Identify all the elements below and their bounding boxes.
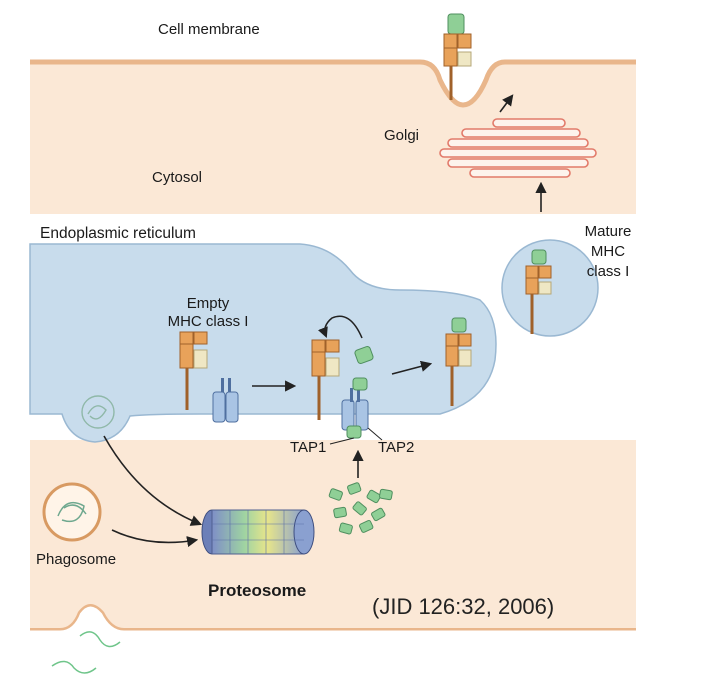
proteosome (201, 509, 315, 555)
label-golgi: Golgi (384, 127, 419, 144)
label-mature-1: Mature (585, 223, 632, 240)
label-mature-2: MHC (591, 243, 625, 260)
citation: (JID 126:32, 2006) (372, 594, 554, 619)
cytosol-upper (30, 62, 636, 214)
tap1-tap2-complex (341, 377, 369, 439)
cytosol-bottom-strip (30, 592, 636, 628)
mhc-loading (311, 339, 340, 420)
er-phagosome (81, 395, 115, 429)
peptide-loading (354, 346, 374, 364)
mhc-mature (525, 249, 552, 334)
label-empty-mhc-2: MHC class I (168, 313, 249, 330)
tap2-leader (367, 427, 383, 441)
label-phagosome: Phagosome (36, 551, 116, 568)
endoplasmic-reticulum (29, 243, 497, 443)
cell-membrane-top (30, 59, 636, 108)
flow-arrows (103, 94, 547, 548)
label-mature-3: class I (587, 263, 630, 280)
extracellular-fragments (51, 631, 121, 674)
peptide-fragments (328, 482, 393, 535)
mhc-surface (443, 13, 472, 100)
label-proteosome: Proteosome (208, 581, 306, 600)
label-er: Endoplasmic reticulum (40, 225, 196, 242)
mhc-loaded (445, 317, 472, 406)
golgi-apparatus (439, 118, 597, 178)
tap-transporter-left (212, 378, 239, 423)
tap1-leader (329, 437, 355, 445)
label-tap2: TAP2 (378, 439, 414, 456)
label-cytosol: Cytosol (152, 169, 202, 186)
cytosol-lower (30, 440, 636, 592)
mhc-empty (179, 331, 208, 410)
loading-arrow (318, 315, 363, 339)
label-tap1: TAP1 (290, 439, 326, 456)
phagosome (42, 482, 102, 542)
label-empty-mhc-1: Empty (187, 295, 230, 312)
label-cell-membrane: Cell membrane (158, 21, 260, 38)
